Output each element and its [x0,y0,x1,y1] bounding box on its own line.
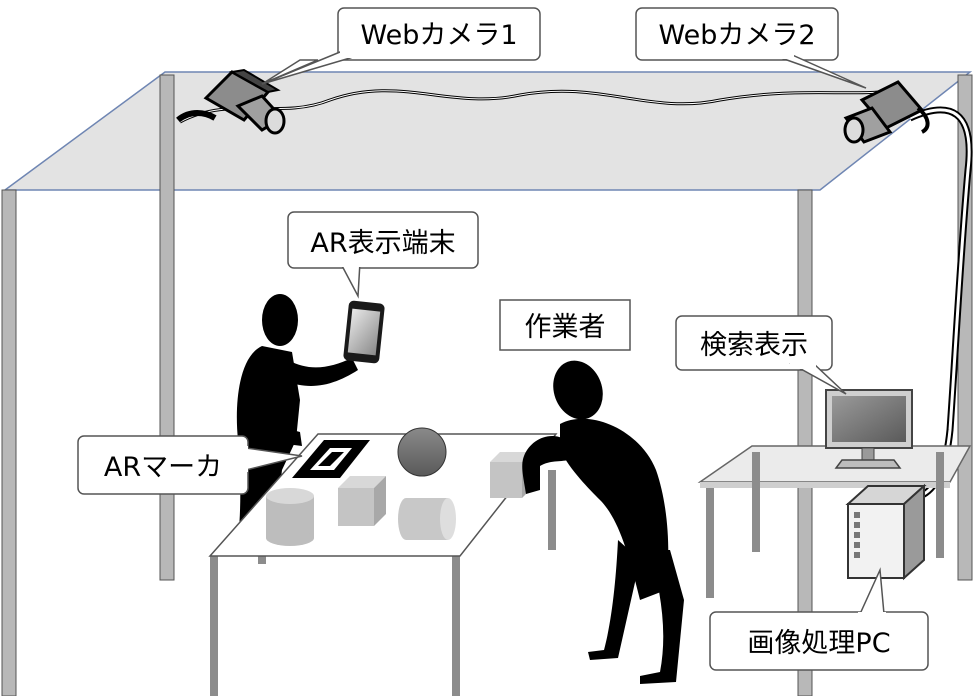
table-objects [266,427,532,546]
webcam-2-icon [843,80,930,144]
callout-camera1: Webカメラ1 [261,7,541,85]
callout-search-display: 検索表示 [675,315,847,395]
cube-object [338,476,386,526]
pole-front-left [1,189,17,696]
pole-back-left [159,74,175,581]
ar-device-icon [343,300,385,364]
label-worker: 作業者 [499,299,631,351]
monitor-icon [825,389,913,469]
camera-cable-inner [179,90,881,123]
callout-camera2-text: Webカメラ2 [658,20,815,51]
worker-icon [522,360,684,684]
pc-tower-icon [845,483,927,581]
sphere-object [397,427,447,477]
callout-ar-device-text: AR表示端末 [310,228,455,259]
callout-ar-marker: ARマーカ [77,435,303,495]
pc-desk [697,445,972,598]
callout-camera2: Webカメラ2 [635,7,867,89]
callout-image-pc-text: 画像処理PC [747,628,890,659]
ar-marker-icon [55,440,370,478]
callout-search-display-text: 検索表示 [700,330,808,361]
callout-ar-marker-text: ARマーカ [104,452,222,483]
webcam-1-icon [176,68,286,135]
callout-image-pc: 画像処理PC [709,567,929,671]
ceiling-plane [2,71,973,191]
cylinder-object [266,488,314,546]
callout-ar-device: AR表示端末 [287,211,479,299]
callout-camera1-text: Webカメラ1 [360,20,517,51]
lying-cylinder-object [398,498,456,540]
label-worker-text: 作業者 [525,312,606,343]
